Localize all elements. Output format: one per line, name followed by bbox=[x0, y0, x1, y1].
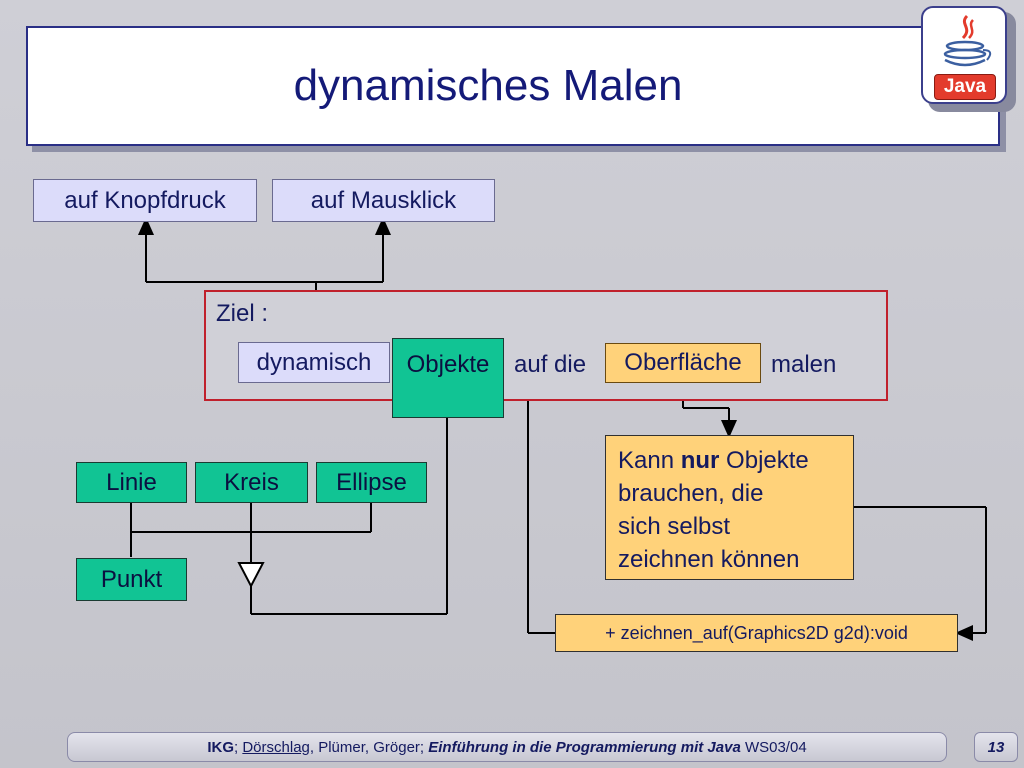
footer-term: WS03/04 bbox=[740, 738, 807, 756]
java-logo: Java bbox=[921, 6, 1007, 104]
word-malen: malen bbox=[771, 351, 837, 378]
word-objekte: Objekte bbox=[392, 338, 504, 418]
trigger-mouse-click: auf Mausklick bbox=[272, 179, 495, 222]
note-line-4: zeichnen können bbox=[618, 546, 800, 573]
word-auf-die: auf die bbox=[514, 351, 587, 378]
slide-title: dynamisches Malen bbox=[293, 61, 683, 110]
footer-bar: IKG; Dörschlag, Plümer, Gröger; Einführu… bbox=[67, 732, 947, 762]
footer-authors: , Plümer, Gröger; bbox=[309, 738, 429, 756]
shape-kreis: Kreis bbox=[195, 462, 308, 503]
java-coffee-cup-icon bbox=[943, 14, 992, 67]
note-line-1: Kann nur Objekte bbox=[618, 444, 853, 477]
note-bold: nur bbox=[680, 447, 720, 474]
method-signature: + zeichnen_auf(Graphics2D g2d):void bbox=[555, 614, 958, 652]
inheritance-triangle-icon bbox=[237, 562, 265, 589]
trigger-button-press: auf Knopfdruck bbox=[33, 179, 257, 222]
shape-ellipse: Ellipse bbox=[316, 462, 427, 503]
note-line-2: brauchen, die bbox=[618, 480, 764, 507]
footer-course: Einführung in die Programmierung mit Jav… bbox=[428, 738, 741, 756]
note-box: Kann nur Objekte brauchen, die sich selb… bbox=[605, 435, 854, 580]
note-line-3: sich selbst bbox=[618, 513, 731, 540]
goal-label: Ziel : bbox=[216, 300, 269, 327]
footer-author-link[interactable]: Dörschlag bbox=[242, 738, 310, 756]
title-box: dynamisches Malen bbox=[26, 26, 1000, 146]
word-dynamisch: dynamisch bbox=[238, 342, 390, 383]
shape-linie: Linie bbox=[76, 462, 187, 503]
footer-sep: ; bbox=[234, 738, 243, 756]
page-number: 13 bbox=[974, 732, 1018, 762]
word-oberflaeche: Oberfläche bbox=[605, 343, 761, 383]
note-text-a: Kann bbox=[618, 447, 681, 474]
note-text-b: Objekte bbox=[719, 447, 809, 474]
shape-punkt: Punkt bbox=[76, 558, 187, 601]
java-wordmark: Java bbox=[934, 74, 996, 100]
footer-org: IKG bbox=[207, 738, 234, 756]
